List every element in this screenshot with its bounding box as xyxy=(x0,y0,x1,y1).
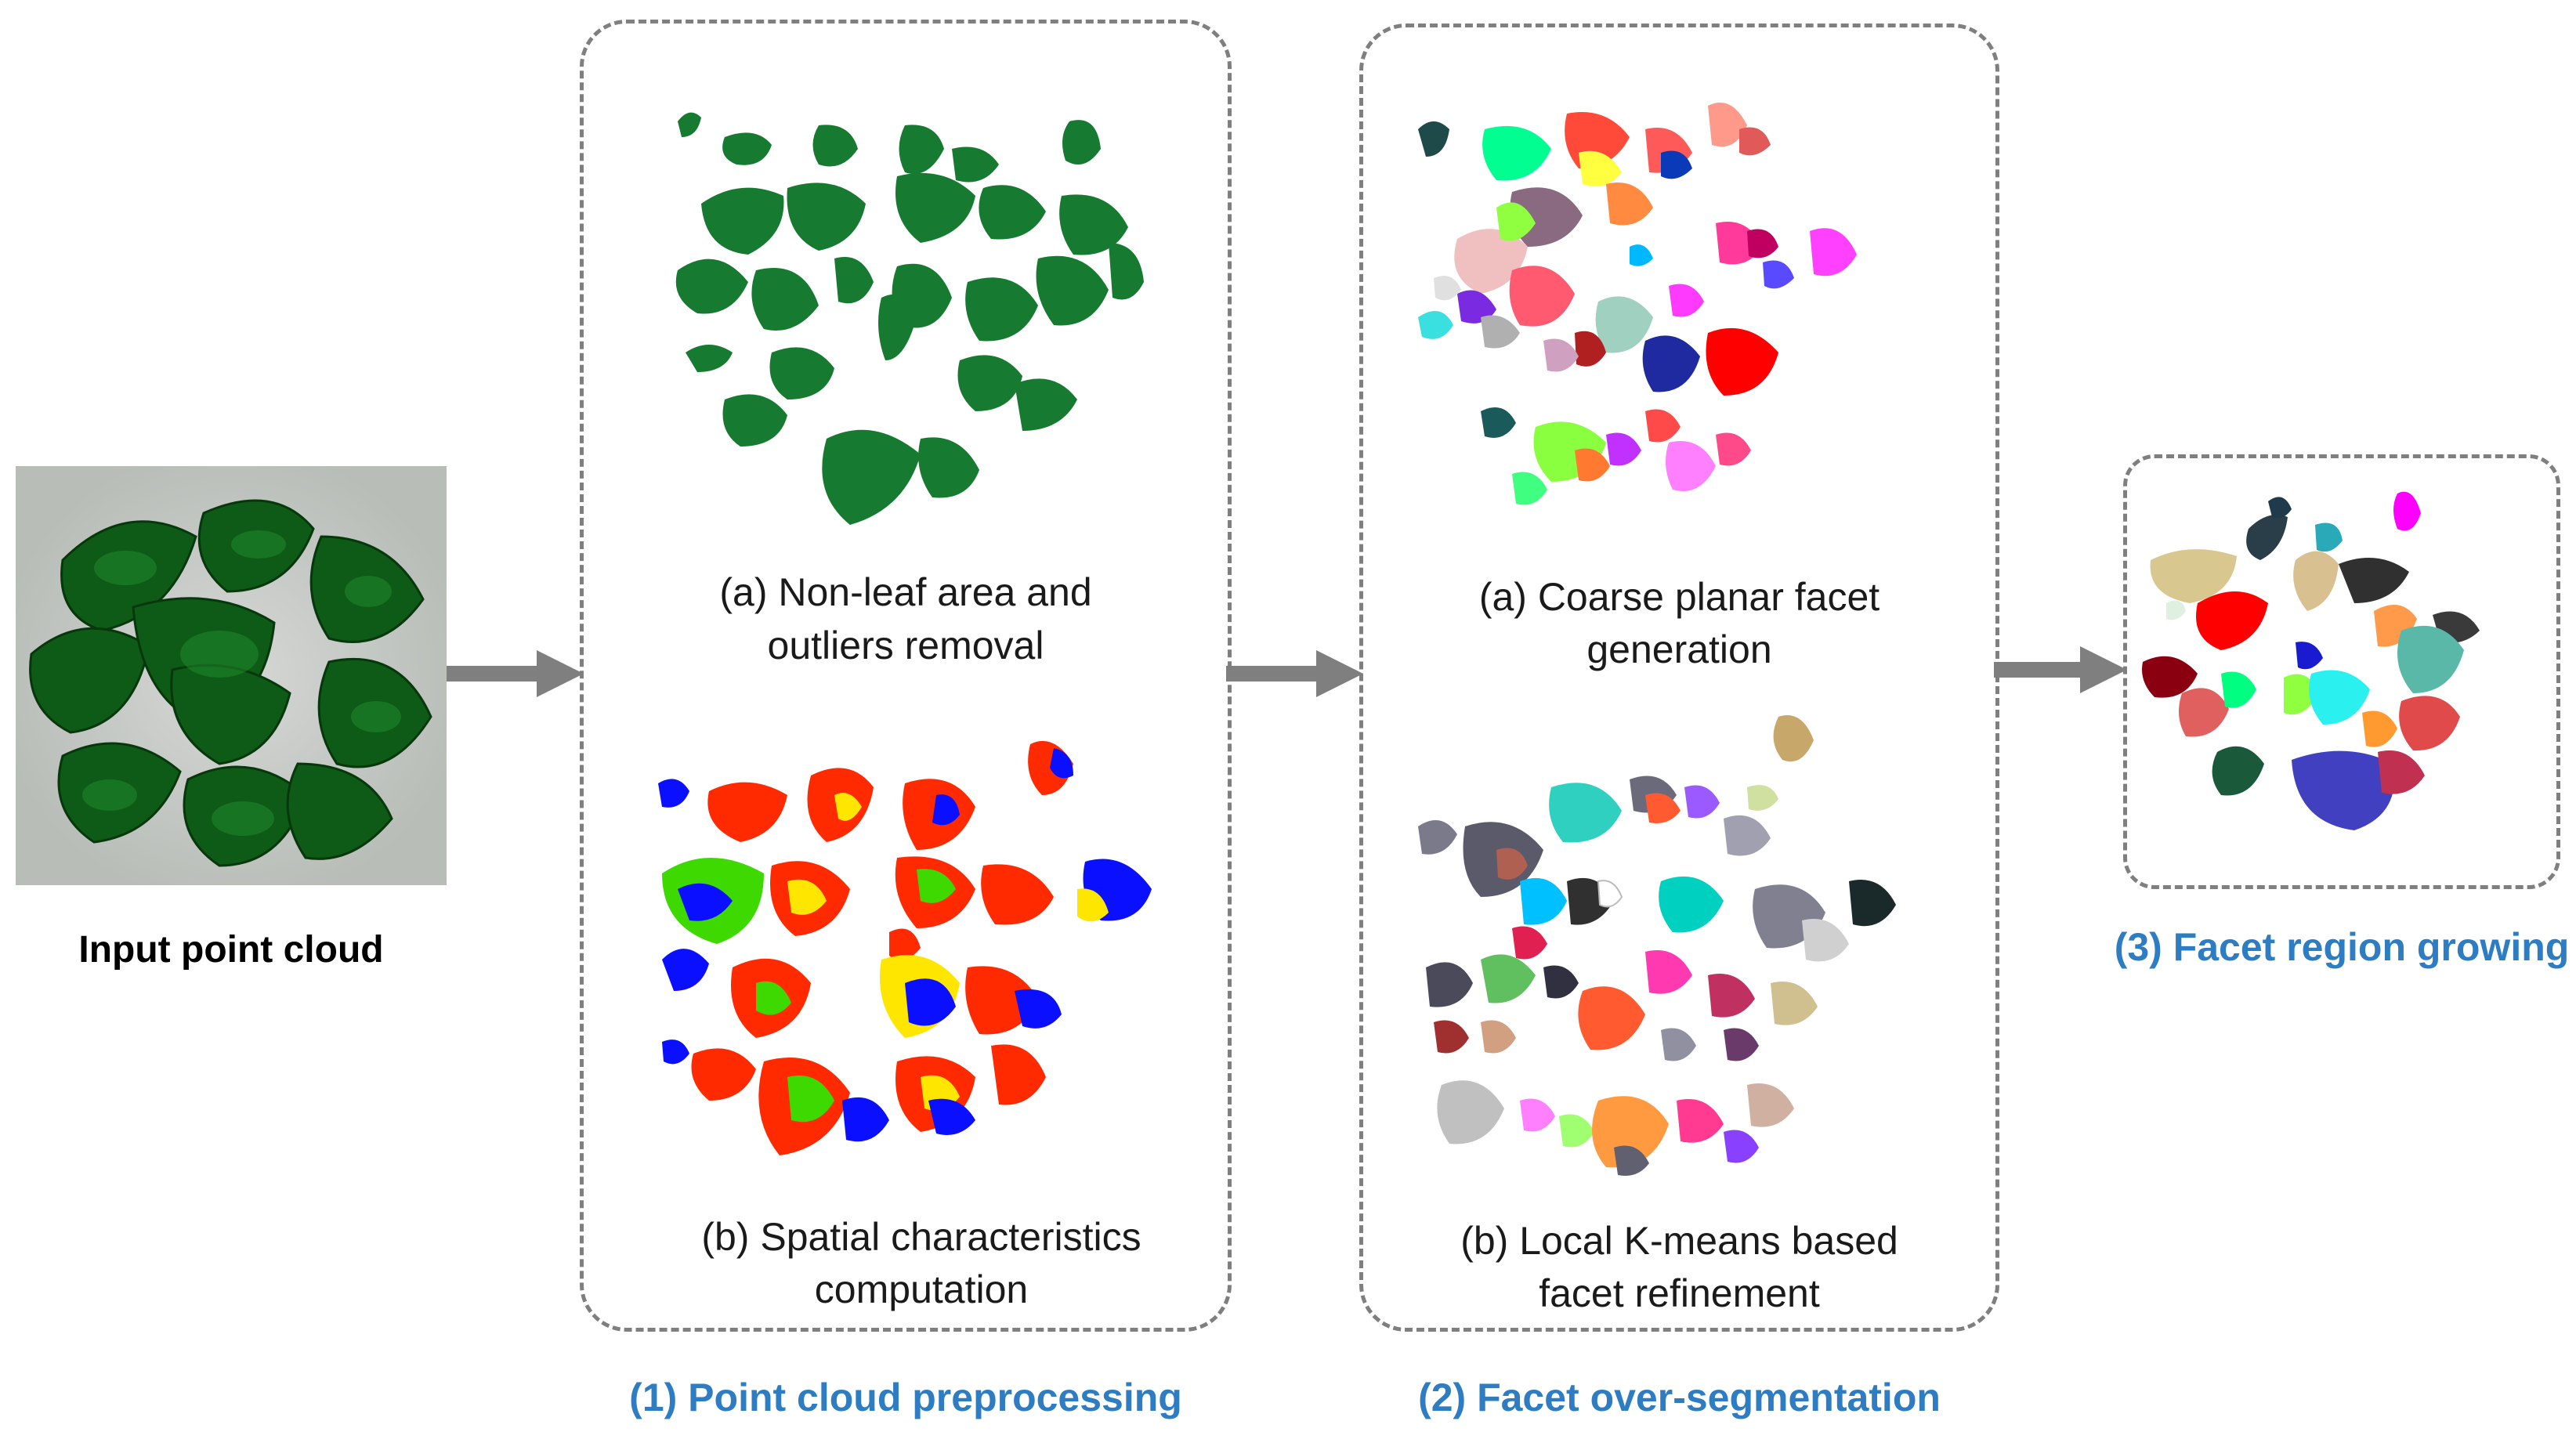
arrow-1-icon xyxy=(447,650,584,697)
stage1-step-b-line1: (b) Spatial characteristics xyxy=(701,1215,1141,1259)
stage2-step-a-line2: generation xyxy=(1586,627,1772,671)
stage1-panel xyxy=(580,20,1232,1332)
stage2-title: (2) Facet over-segmentation xyxy=(1418,1376,1941,1419)
stage2-panel xyxy=(1359,24,1999,1332)
stage2-step-a-line1: (a) Coarse planar facet xyxy=(1478,575,1880,619)
plant-photo-illustration xyxy=(16,466,447,885)
stage1-step-a-line2: outliers removal xyxy=(767,624,1044,667)
stage3-title: (3) Facet region growing xyxy=(2114,925,2570,969)
leaf-mask-figure xyxy=(675,112,1144,525)
stage2-step-b-line2: facet refinement xyxy=(1539,1271,1820,1315)
coarse-facet-figure xyxy=(1418,102,1857,505)
refined-facet-figure xyxy=(1418,715,1896,1176)
region-growing-figure xyxy=(2142,491,2480,830)
input-photo xyxy=(16,466,447,885)
stage1-title: (1) Point cloud preprocessing xyxy=(629,1376,1182,1419)
arrow-2-icon xyxy=(1226,650,1363,697)
spatial-heatmap-figure xyxy=(658,740,1152,1155)
stage3-panel xyxy=(2123,454,2560,889)
input-label: Input point cloud xyxy=(78,929,384,971)
stage1-step-b-line2: computation xyxy=(814,1267,1029,1311)
stage1-step-a-line1: (a) Non-leaf area and xyxy=(719,570,1092,614)
arrow-3-icon xyxy=(1994,646,2127,693)
stage2-step-b-line1: (b) Local K-means based xyxy=(1460,1219,1898,1263)
